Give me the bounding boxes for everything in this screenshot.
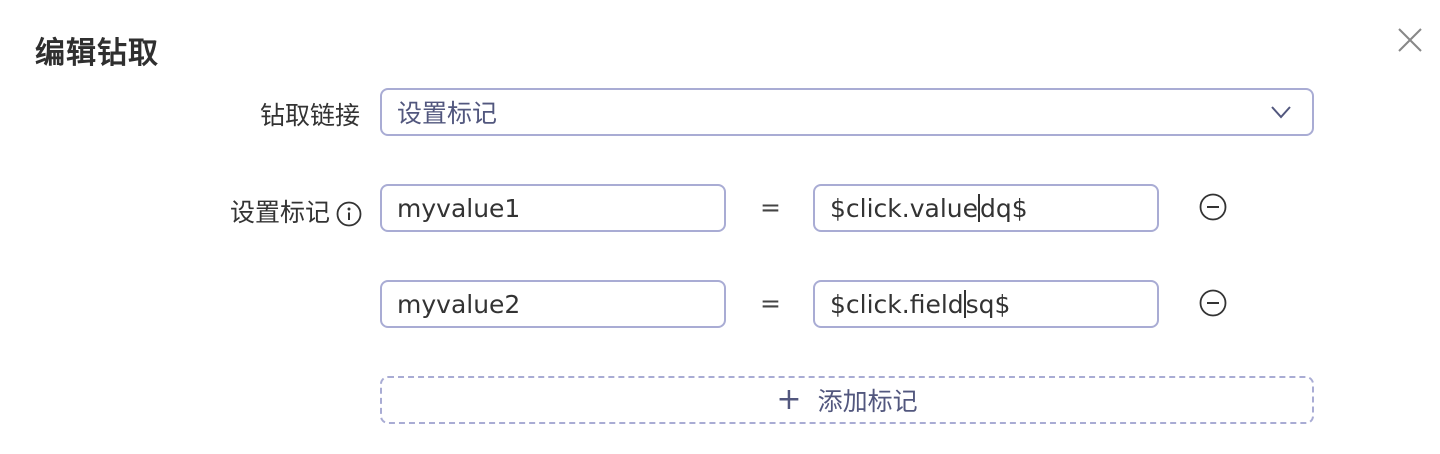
drill-link-selected-value: 设置标记 xyxy=(397,99,498,128)
markers-label: 设置标记 xyxy=(180,193,362,229)
info-circle-icon[interactable] xyxy=(336,201,362,227)
marker-value-text-1a: $click.value xyxy=(830,193,978,223)
add-marker-button[interactable]: + 添加标记 xyxy=(380,376,1314,424)
chevron-down-icon xyxy=(1271,106,1291,119)
markers-label-text: 设置标记 xyxy=(229,198,330,227)
minus-circle-icon[interactable] xyxy=(1199,289,1227,317)
minus-circle-icon[interactable] xyxy=(1199,193,1227,221)
close-icon[interactable] xyxy=(1396,26,1424,54)
add-marker-label: 添加标记 xyxy=(817,387,918,416)
marker-value-text-2b: sq$ xyxy=(965,289,1011,319)
text-cursor xyxy=(963,290,966,318)
equals-sign-1: = xyxy=(760,193,781,222)
plus-icon: + xyxy=(776,382,802,417)
marker-name-value-1: myvalue1 xyxy=(397,193,521,223)
marker-name-input-1[interactable]: myvalue1 xyxy=(380,184,726,232)
equals-sign-2: = xyxy=(760,289,781,318)
marker-value-text-2a: $click.field xyxy=(830,289,964,319)
marker-value-text-1b: dq$ xyxy=(980,193,1028,223)
marker-name-value-2: myvalue2 xyxy=(397,289,521,319)
text-cursor xyxy=(978,194,980,222)
dialog-title: 编辑钻取 xyxy=(35,36,159,71)
marker-name-input-2[interactable]: myvalue2 xyxy=(380,280,726,328)
drill-link-select[interactable]: 设置标记 xyxy=(380,88,1314,136)
drill-link-label: 钻取链接 xyxy=(259,101,360,130)
